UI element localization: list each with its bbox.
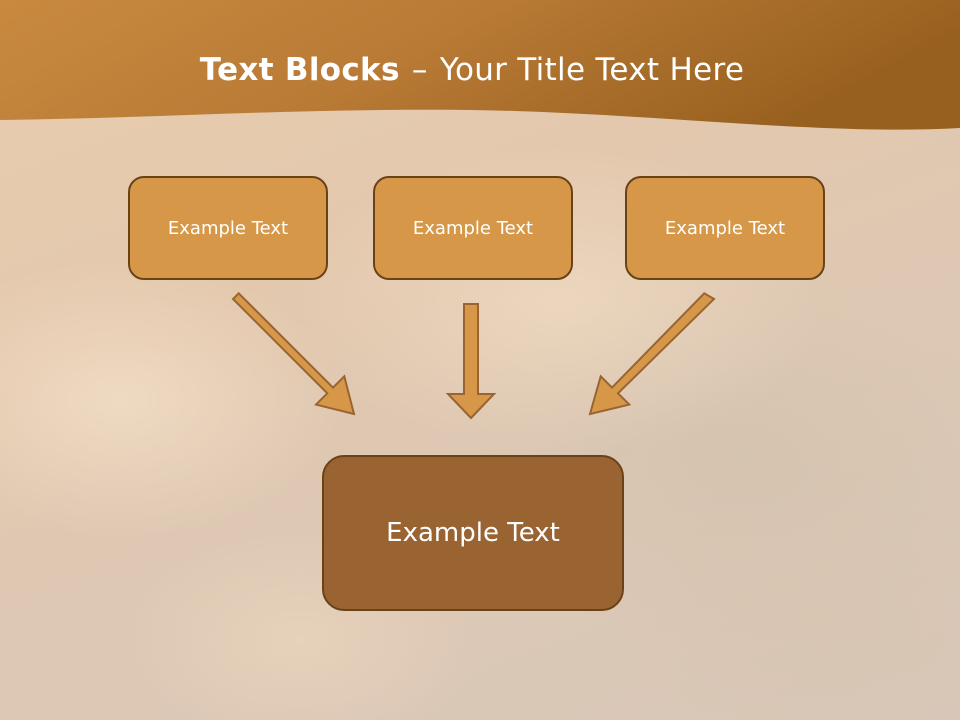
title-bold: Text Blocks: [199, 52, 400, 88]
title-rest: Your Title Text Here: [439, 52, 745, 88]
source-box-1: Example Text: [128, 176, 328, 280]
slide-title: Text Blocks – Your Title Text Here: [0, 52, 944, 88]
source-box-3: Example Text: [625, 176, 825, 280]
arrow-right-diagonal: [588, 292, 716, 416]
header-band: [0, 0, 960, 130]
arrow-center-down: [445, 303, 497, 420]
source-box-2: Example Text: [373, 176, 573, 280]
title-dash: –: [411, 52, 428, 88]
arrow-left-diagonal: [231, 291, 356, 416]
target-box: Example Text: [322, 455, 624, 611]
